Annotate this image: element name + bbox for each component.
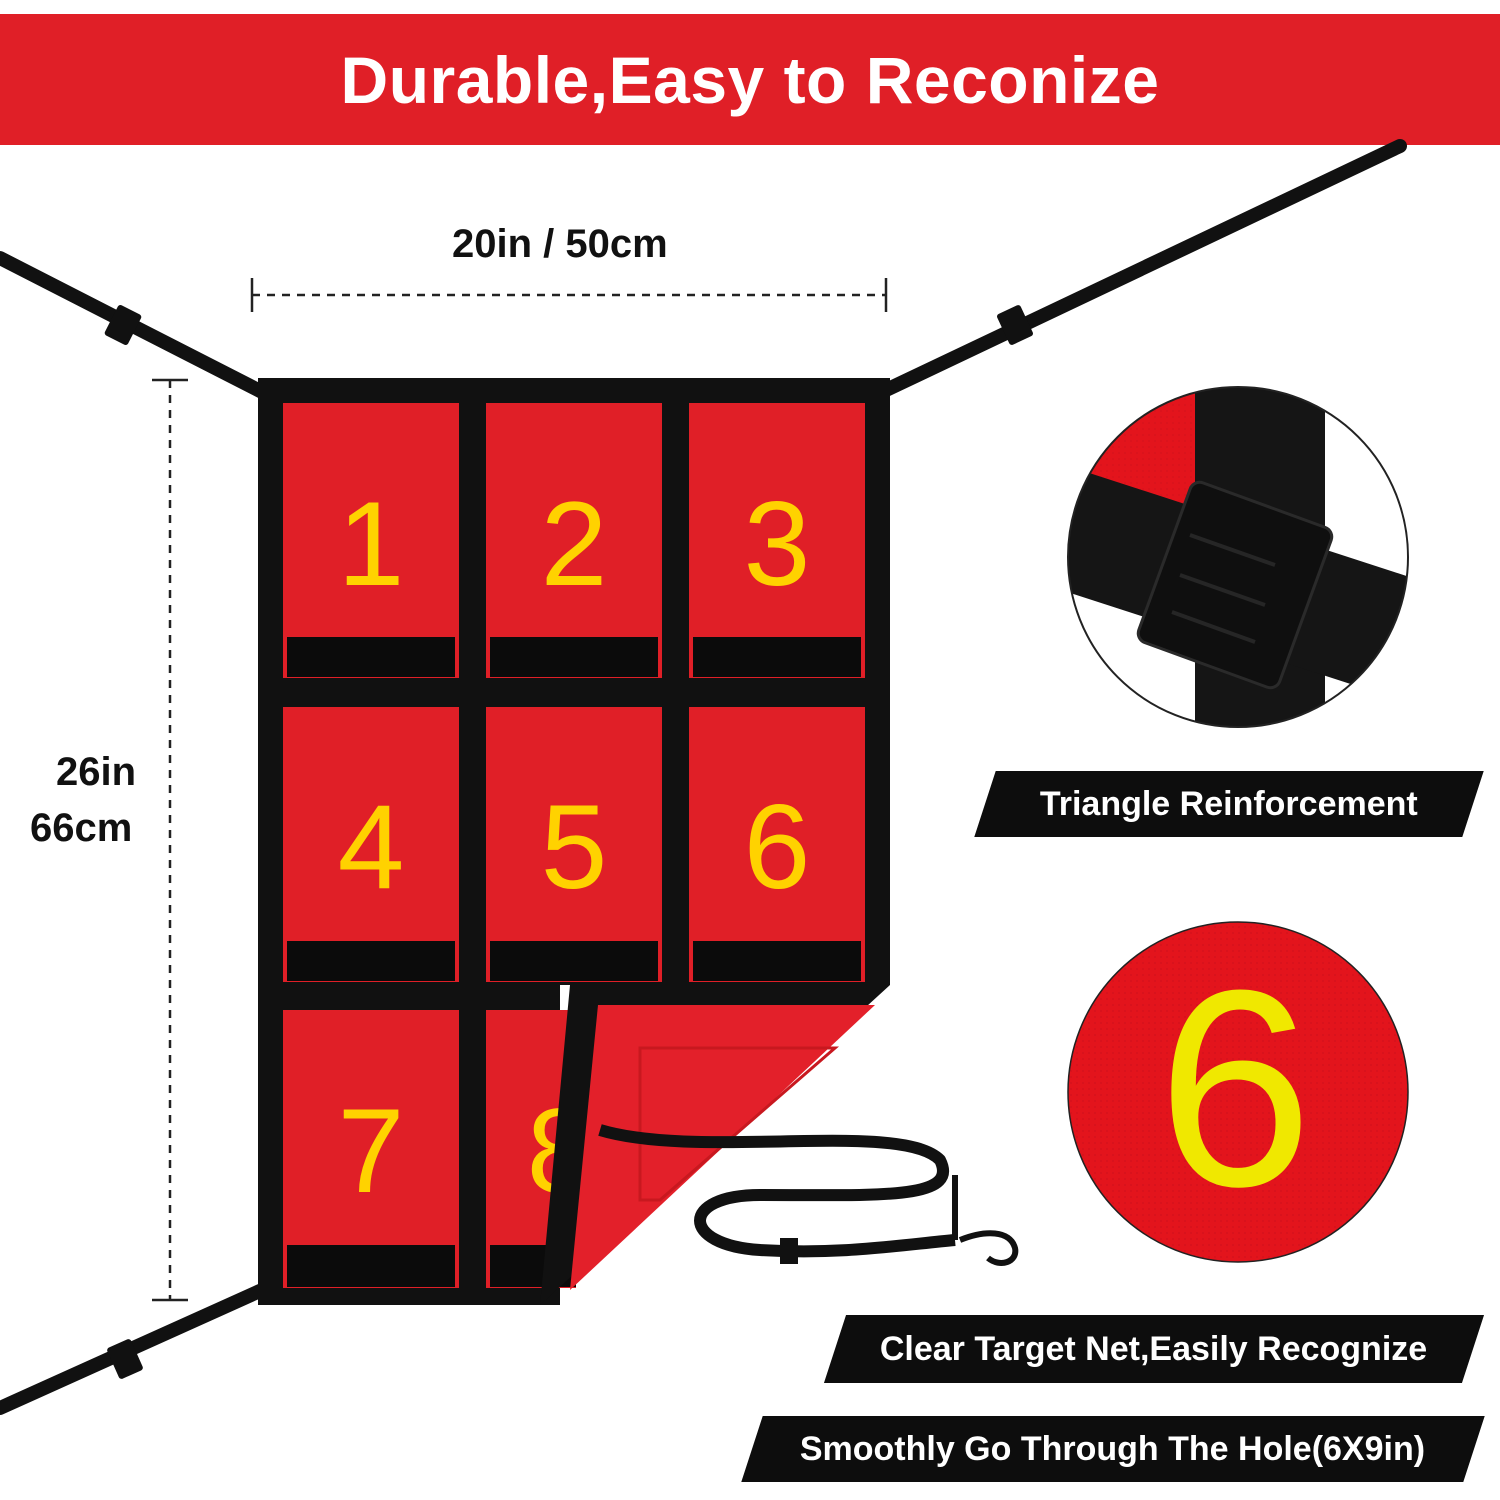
- pocket-number-3: 3: [744, 477, 811, 611]
- pocket-1[interactable]: [283, 403, 459, 678]
- strap-buckles: [104, 304, 1033, 1379]
- height-label-cm: 66cm: [30, 806, 133, 850]
- header-banner: Durable,Easy to Reconize: [0, 14, 1500, 145]
- feature-tag-hole-size: Smoothly Go Through The Hole(6X9in): [741, 1416, 1485, 1482]
- feature-tag-triangle-reinforcement: Triangle Reinforcement: [974, 771, 1484, 837]
- loose-strap: [598, 1124, 956, 1258]
- pocket-3[interactable]: [689, 403, 865, 678]
- pocket-2[interactable]: [486, 403, 662, 678]
- height-dimension-line: [152, 378, 188, 1302]
- pocket-number-5: 5: [541, 780, 608, 914]
- closeup-number-6: 6: [1157, 933, 1313, 1245]
- pocket-number-1: 1: [338, 477, 405, 611]
- feature-tag-label: Triangle Reinforcement: [1040, 784, 1418, 823]
- feature-tag-label: Clear Target Net,Easily Recognize: [880, 1329, 1428, 1368]
- pocket-7[interactable]: [283, 1010, 459, 1288]
- pocket-number-7: 7: [338, 1084, 405, 1218]
- pocket-4[interactable]: [283, 707, 459, 982]
- pocket-number-4: 4: [338, 780, 405, 914]
- reinforcement-closeup: [1068, 387, 1408, 727]
- pocket-6[interactable]: [689, 707, 865, 982]
- feature-tag-clear-target: Clear Target Net,Easily Recognize: [823, 1315, 1485, 1383]
- banner-title: Durable,Easy to Reconize: [340, 42, 1160, 117]
- feature-tag-label: Smoothly Go Through The Hole(6X9in): [800, 1429, 1426, 1468]
- number-closeup: 6: [1068, 922, 1408, 1262]
- pocket-number-2: 2: [541, 477, 608, 611]
- strap-slider: [780, 1238, 798, 1264]
- carabiner-clip-icon: [952, 1175, 1019, 1266]
- pocket-number-6: 6: [744, 780, 811, 914]
- pocket-5[interactable]: [486, 707, 662, 982]
- height-label-in: 26in: [56, 750, 137, 794]
- width-label: 20in / 50cm: [452, 222, 668, 266]
- width-dimension-line: [250, 278, 888, 312]
